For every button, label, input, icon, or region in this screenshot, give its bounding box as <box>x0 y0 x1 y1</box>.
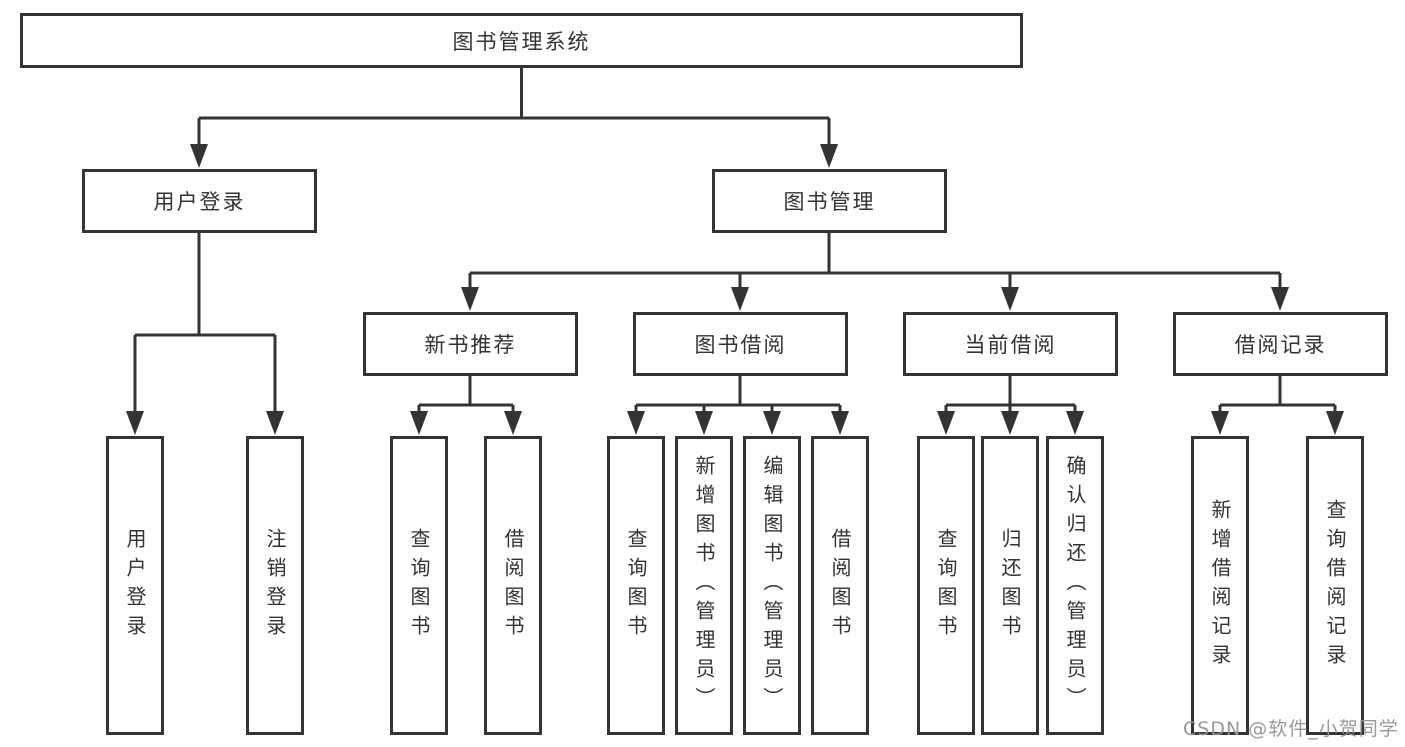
connector-root-to-level2 <box>190 68 838 168</box>
node-label: 归还图书 <box>998 527 1022 644</box>
node-user-login: 用户登录 <box>82 169 317 233</box>
leaf-borrow-books: 借阅图书 <box>811 436 869 735</box>
leaf-query-books-recommend: 查询图书 <box>390 436 448 735</box>
node-label: 新书推荐 <box>424 333 517 357</box>
csdn-watermark: CSDN @软件_小贺同学 <box>1183 718 1399 740</box>
node-label: 确认归还（管理员） <box>1063 455 1087 716</box>
leaf-query-books-borrow: 查询图书 <box>607 436 665 735</box>
leaf-return-books: 归还图书 <box>981 436 1039 735</box>
connector-records-to-leaves <box>1211 376 1344 435</box>
node-label: 新增借阅记录 <box>1208 498 1232 673</box>
node-label: 用户登录 <box>123 527 147 644</box>
node-label: 新增图书（管理员） <box>692 455 716 716</box>
connector-bookborrow-to-leaves <box>627 376 849 435</box>
node-label: 查询图书 <box>624 527 648 644</box>
node-book-management: 图书管理 <box>712 169 947 233</box>
node-library-management-system: 图书管理系统 <box>20 13 1023 68</box>
leaf-add-borrow-record: 新增借阅记录 <box>1191 436 1249 735</box>
leaf-borrow-books-recommend: 借阅图书 <box>484 436 542 735</box>
connector-mgmt-to-level3 <box>461 233 1289 311</box>
node-label: 借阅记录 <box>1234 333 1327 357</box>
node-label: 图书借阅 <box>694 333 787 357</box>
leaf-query-borrow-record: 查询借阅记录 <box>1306 436 1364 735</box>
connector-login-to-leaves <box>126 233 284 435</box>
node-borrowing-records: 借阅记录 <box>1173 312 1388 376</box>
node-new-book-recommendation: 新书推荐 <box>363 312 578 376</box>
leaf-edit-books-admin: 编辑图书（管理员） <box>743 436 801 735</box>
node-label: 编辑图书（管理员） <box>760 455 784 716</box>
node-current-borrowing: 当前借阅 <box>903 312 1118 376</box>
node-book-borrowing: 图书借阅 <box>633 312 848 376</box>
node-label: 查询借阅记录 <box>1323 498 1347 673</box>
leaf-logout: 注销登录 <box>246 436 304 735</box>
node-label: 图书管理系统 <box>452 29 591 54</box>
leaf-query-books-current: 查询图书 <box>917 436 975 735</box>
connector-newbook-to-leaves <box>410 376 522 435</box>
leaf-user-login: 用户登录 <box>106 436 164 735</box>
node-label: 用户登录 <box>153 190 246 214</box>
connector-currentborrow-to-leaves <box>937 376 1084 435</box>
node-label: 查询图书 <box>407 527 431 644</box>
node-label: 当前借阅 <box>964 333 1057 357</box>
node-label: 注销登录 <box>263 527 287 644</box>
node-label: 图书管理 <box>783 190 876 214</box>
node-label: 查询图书 <box>934 527 958 644</box>
node-label: 借阅图书 <box>828 527 852 644</box>
leaf-add-books-admin: 新增图书（管理员） <box>675 436 733 735</box>
node-label: 借阅图书 <box>501 527 525 644</box>
leaf-confirm-return-admin: 确认归还（管理员） <box>1046 436 1104 735</box>
